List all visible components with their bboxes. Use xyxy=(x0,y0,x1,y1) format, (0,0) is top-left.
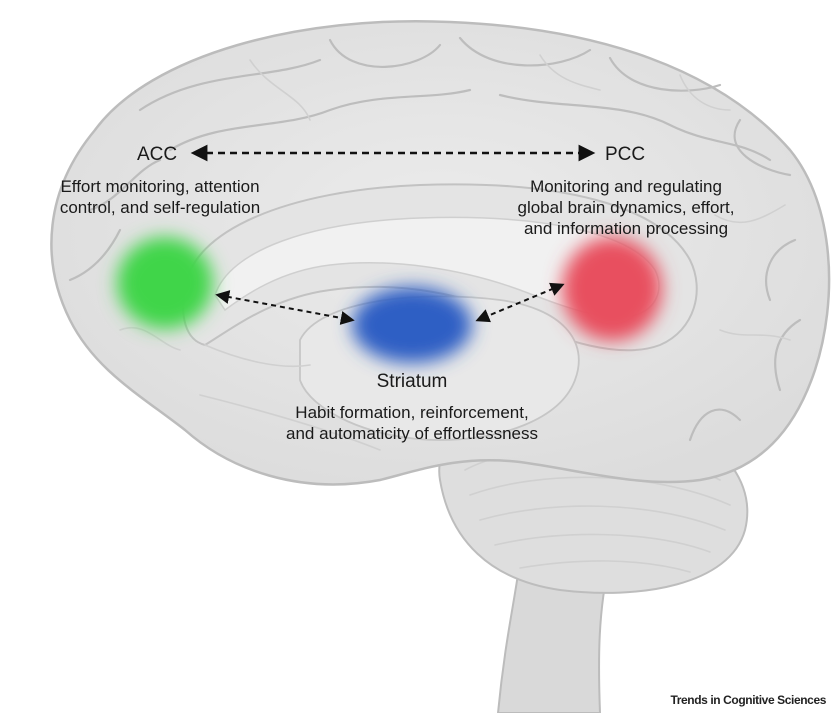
pcc-description-line-3: and information processing xyxy=(524,219,728,238)
pcc-label: PCC xyxy=(605,144,645,165)
striatum-description-line-2: and automaticity of effortlessness xyxy=(286,424,538,443)
acc-striatum-arrow xyxy=(215,290,355,325)
publisher-brand: Trends in Cognitive Sciences xyxy=(670,693,826,707)
pcc-description-line-1: Monitoring and regulating xyxy=(530,177,722,196)
striatum-region xyxy=(352,287,472,363)
acc-region xyxy=(117,237,213,329)
gyri xyxy=(68,36,802,442)
pcc-description-line-2: global brain dynamics, effort, xyxy=(517,198,734,217)
pcc-region xyxy=(562,237,662,341)
acc-description-line-1: Effort monitoring, attention xyxy=(60,177,259,196)
striatum-description-line-1: Habit formation, reinforcement, xyxy=(295,403,528,422)
pcc-striatum-arrow xyxy=(475,282,565,323)
brainstem xyxy=(496,559,612,713)
acc-label: ACC xyxy=(137,144,177,165)
acc-description-line-2: control, and self-regulation xyxy=(60,198,260,217)
striatum-label: Striatum xyxy=(377,371,448,392)
